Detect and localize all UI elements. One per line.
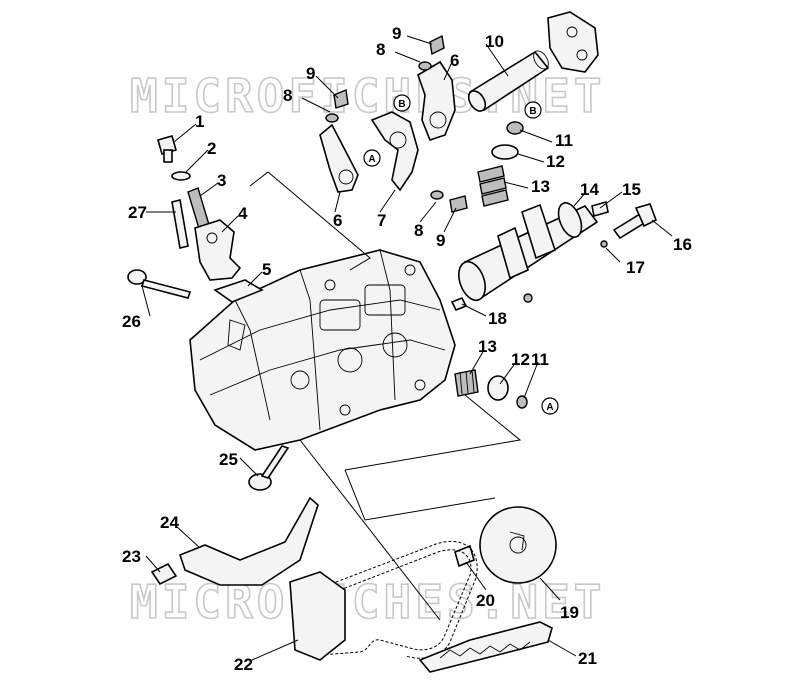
valve-spring-upper: [477, 121, 524, 207]
bolt-20: [454, 544, 475, 568]
callout-27: 27: [128, 203, 147, 222]
callout-16: 16: [673, 235, 692, 254]
callout-15: 15: [622, 180, 641, 199]
callout-11-lower: 11: [531, 350, 549, 369]
callout-8-lower: 8: [414, 221, 423, 240]
callout-4: 4: [238, 204, 248, 223]
camshaft: [458, 200, 609, 303]
valve-spring-lower: [454, 369, 528, 409]
cam-pin: [600, 240, 608, 248]
callout-24: 24: [160, 513, 179, 532]
callout-12-upper: 12: [546, 152, 565, 171]
callout-25: 25: [219, 450, 238, 469]
rocker-arm-center: [370, 111, 419, 192]
leader-lines: [141, 35, 673, 661]
chain-guide-21: [418, 621, 553, 673]
callout-14: 14: [580, 180, 599, 199]
svg-text:A: A: [546, 402, 553, 413]
callout-12-lower: 12: [511, 350, 530, 369]
callout-8-upper: 8: [376, 40, 385, 59]
bracket-line-head-chain: [299, 439, 441, 621]
marker-b-upper: B: [393, 94, 411, 112]
callout-23: 23: [122, 547, 141, 566]
tensioner-4: [194, 219, 242, 281]
callout-19: 19: [560, 603, 579, 622]
rocker-shaft: [467, 50, 550, 112]
dowel-pin: [450, 296, 468, 312]
callout-labels: 1 2 3 4 5 6 6 7 8 8 8 9 9 9 10 11 11 12 …: [122, 24, 692, 674]
sprocket-19: [479, 506, 557, 584]
bracket-line-lower: [344, 469, 496, 521]
svg-text:A: A: [368, 154, 375, 165]
callout-9-upper: 9: [392, 24, 401, 43]
callout-9-lower: 9: [436, 231, 445, 250]
gasket-5: [213, 279, 264, 303]
washer-2: [171, 171, 191, 181]
svg-text:B: B: [529, 106, 536, 117]
valve-26: [127, 269, 192, 299]
callout-17: 17: [626, 258, 645, 277]
callout-22: 22: [234, 655, 253, 674]
callout-13-lower: 13: [478, 337, 497, 356]
chain-guide-24: [179, 496, 319, 586]
marker-a-lower: A: [541, 397, 559, 415]
callout-9-left: 9: [306, 64, 315, 83]
rocker-bracket: [547, 11, 599, 73]
callout-5: 5: [262, 260, 271, 279]
callout-7: 7: [377, 211, 386, 230]
callout-6-upper: 6: [450, 51, 459, 70]
rocker-arm-left: [319, 123, 359, 193]
marker-a-upper: A: [363, 149, 381, 167]
callout-6-left: 6: [333, 211, 342, 230]
callout-13-upper: 13: [531, 177, 550, 196]
callout-26: 26: [122, 312, 141, 331]
callout-10: 10: [485, 32, 504, 51]
bolt-27: [171, 199, 189, 249]
callout-21: 21: [578, 649, 597, 668]
callout-1: 1: [195, 112, 204, 131]
marker-b-right: B: [524, 101, 542, 119]
svg-text:B: B: [398, 99, 405, 110]
watermark-bottom: MICROFICHES.NET: [130, 575, 605, 629]
cam-bolt: [612, 203, 658, 240]
crank-sprocket: [289, 571, 346, 661]
rocker-arm-upper: [417, 60, 456, 141]
callout-8-left: 8: [283, 86, 292, 105]
callout-20: 20: [476, 591, 495, 610]
bracket-line-top-left: [249, 171, 269, 187]
callout-3: 3: [217, 171, 226, 190]
callout-11-upper: 11: [555, 131, 573, 150]
bracket-line-head-cam: [344, 394, 522, 471]
bolt-1: [157, 135, 177, 163]
cylinder-head: [189, 249, 456, 451]
valve-25: [248, 445, 290, 491]
adjuster-screws: [325, 34, 468, 213]
bracket-line-top: [267, 171, 371, 271]
callout-2: 2: [207, 139, 216, 158]
callout-18: 18: [488, 309, 507, 328]
